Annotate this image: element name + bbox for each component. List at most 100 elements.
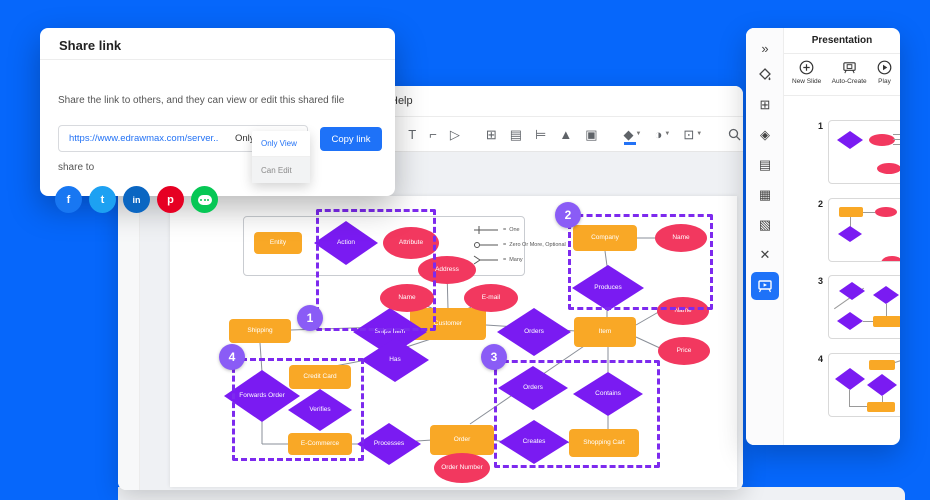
equals-sign: = [503,257,507,263]
connector-tool-icon[interactable]: ⌐ [429,126,437,142]
presentation-actions: New Slide Auto-Create Play [784,54,900,96]
node-customer-name[interactable]: Name [380,284,434,312]
legend-entity-shape[interactable]: Entity [254,232,302,254]
node-e-commerce[interactable]: E-Commerce [288,433,352,455]
presentation-title: Presentation [784,28,900,54]
play-label: Play [878,78,891,85]
node-shopping-cart[interactable]: Shopping Cart [569,429,639,457]
permission-option-can-edit[interactable]: Can Edit [252,157,310,183]
mini-diamond [839,282,865,300]
node-price[interactable]: Price [658,337,710,365]
image-panel-icon[interactable]: ▦ [758,187,772,202]
node-item[interactable]: Item [574,317,636,347]
modal-description: Share the link to others, and they can v… [58,95,345,106]
fill-color-bar [623,142,636,145]
node-item-name[interactable]: Name [657,297,709,325]
legend-mark-zero-or-more: = Zero Or More, Optional [472,239,592,251]
document-page: Entity Action Attribute = One = Zero Or … [170,196,737,487]
fill-glyph: ◆ [623,126,634,142]
canvas: Entity Action Attribute = One = Zero Or … [140,152,743,490]
linkedin-icon[interactable]: in [123,186,150,213]
facebook-icon[interactable]: f [55,186,82,213]
line-bubble-glyph [197,194,212,205]
node-credit-card[interactable]: Credit Card [289,365,351,389]
pinterest-icon[interactable]: p [157,186,184,213]
node-order-number[interactable]: Order Number [434,453,490,483]
mini-rect [873,316,900,327]
align-icon[interactable]: ⊨ [535,126,547,142]
traversal-icon[interactable]: ✕ [759,247,771,262]
node-email[interactable]: E-mail [464,284,518,312]
modal-divider [40,59,395,60]
slide-thumbnail-2[interactable] [828,198,900,262]
many-mark-icon [473,255,498,265]
pointer-tool-icon[interactable]: ▷ [449,126,460,142]
layers-icon[interactable]: ⊞ [485,126,497,142]
fill-bucket-icon[interactable] [754,64,776,86]
fill-color-icon[interactable]: ◆▼ [623,126,642,145]
notes-icon[interactable]: ▤ [758,157,772,172]
selection-box-3 [494,360,660,468]
layers-panel-icon[interactable]: ◈ [760,127,770,142]
selection-box-1 [316,209,436,331]
slide-thumbnail-4[interactable] [828,353,900,417]
insert-image-icon[interactable]: ▤ [509,126,523,142]
mini-line [893,144,900,145]
text-tool-icon[interactable]: T [408,126,417,142]
new-slide-button[interactable]: New Slide [792,60,821,85]
mini-diamond [837,312,863,330]
mini-line [849,406,869,407]
slide-number: 4 [818,354,824,364]
share-link-modal: Share link Share the link to others, and… [40,28,395,213]
node-shipping[interactable]: Shipping [229,319,291,343]
replace-image-icon[interactable]: ▧ [758,217,772,232]
zero-or-more-mark-icon [474,242,498,248]
mini-rect [839,207,863,217]
crop-icon[interactable]: ⊡▼ [683,128,702,141]
mirror-icon[interactable]: ▲ [559,126,573,142]
mini-line [893,139,900,140]
mini-ellipse [869,134,895,146]
auto-create-label: Auto-Create [831,78,867,85]
new-slide-icon [799,60,814,75]
slide-thumbnail-3[interactable] [828,275,900,339]
line-icon[interactable] [191,186,218,213]
node-address[interactable]: Address [418,256,476,284]
auto-create-button[interactable]: Auto-Create [832,60,867,85]
node-order[interactable]: Order [430,425,494,455]
mini-line [882,396,883,402]
layout-grid-icon[interactable]: ⊞ [759,97,771,112]
mini-line [863,321,873,322]
shadow-icon[interactable]: ◑▼ [655,128,671,141]
twitter-icon[interactable]: t [89,186,116,213]
copy-link-button[interactable]: Copy link [320,127,382,151]
right-icon-strip: » ⊞ ◈ ▤ ▦ ▧ ✕ [746,28,784,445]
legend-attribute-shape[interactable]: Attribute [383,227,439,259]
mini-line [893,134,900,135]
mini-ellipse [881,256,900,261]
mini-diamond [835,368,865,390]
mini-ellipse [875,207,897,217]
shadow-glyph: ◑ [654,126,663,142]
presentation-content: Presentation New Slide Auto-Create [784,28,900,445]
selection-box-4 [232,358,364,461]
slide-thumbnail-1[interactable] [828,120,900,184]
search-icon[interactable] [728,128,741,141]
equals-sign: = [503,242,507,248]
play-button[interactable]: Play [877,60,892,85]
auto-create-icon [842,60,857,75]
permission-option-only-view[interactable]: Only View [252,131,310,157]
selection-badge-4: 4 [219,344,245,370]
node-company[interactable]: Company [573,225,637,251]
collapse-panel-icon[interactable]: » [761,40,769,56]
presentation-icon[interactable] [751,272,779,300]
mini-line [863,212,875,213]
mini-rect [869,360,895,370]
frame-icon[interactable]: ▣ [585,126,598,142]
caret-down-icon: ▼ [635,131,642,137]
share-to-label: share to [58,162,95,173]
slide-number: 3 [818,276,824,286]
mini-diamond [867,374,897,396]
node-company-name[interactable]: Name [655,224,707,252]
menu-help[interactable]: Help [390,95,413,107]
